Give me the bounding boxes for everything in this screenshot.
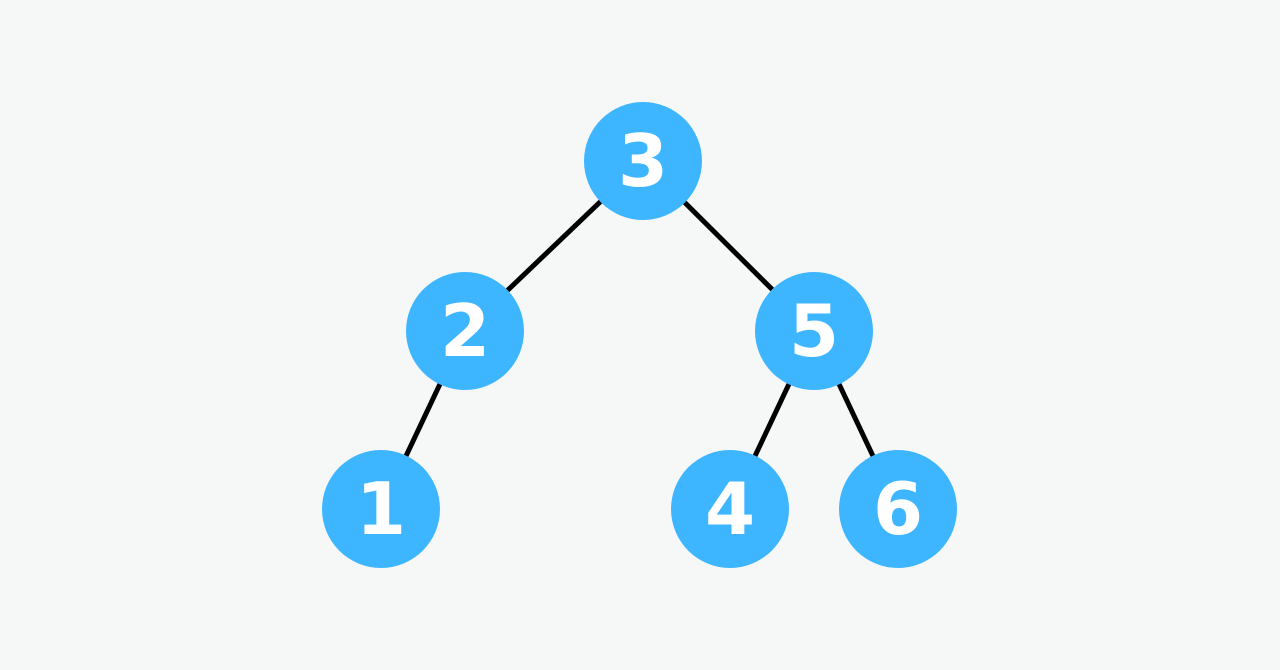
node-label: 3 [618, 119, 668, 203]
node-circle [755, 272, 873, 390]
node-label: 5 [789, 289, 839, 373]
node-circle [671, 450, 789, 568]
node-circle [584, 102, 702, 220]
node-circle [839, 450, 957, 568]
tree-node-2: 2 [406, 272, 524, 390]
tree-nodes: 3 2 5 1 4 6 [322, 102, 957, 568]
tree-node-5: 5 [755, 272, 873, 390]
node-circle [406, 272, 524, 390]
node-label: 1 [356, 467, 406, 551]
tree-node-4: 4 [671, 450, 789, 568]
tree-node-6: 6 [839, 450, 957, 568]
node-label: 6 [873, 467, 923, 551]
tree-node-1: 1 [322, 450, 440, 568]
node-label: 2 [440, 289, 490, 373]
node-label: 4 [705, 467, 755, 551]
tree-node-3: 3 [584, 102, 702, 220]
node-circle [322, 450, 440, 568]
